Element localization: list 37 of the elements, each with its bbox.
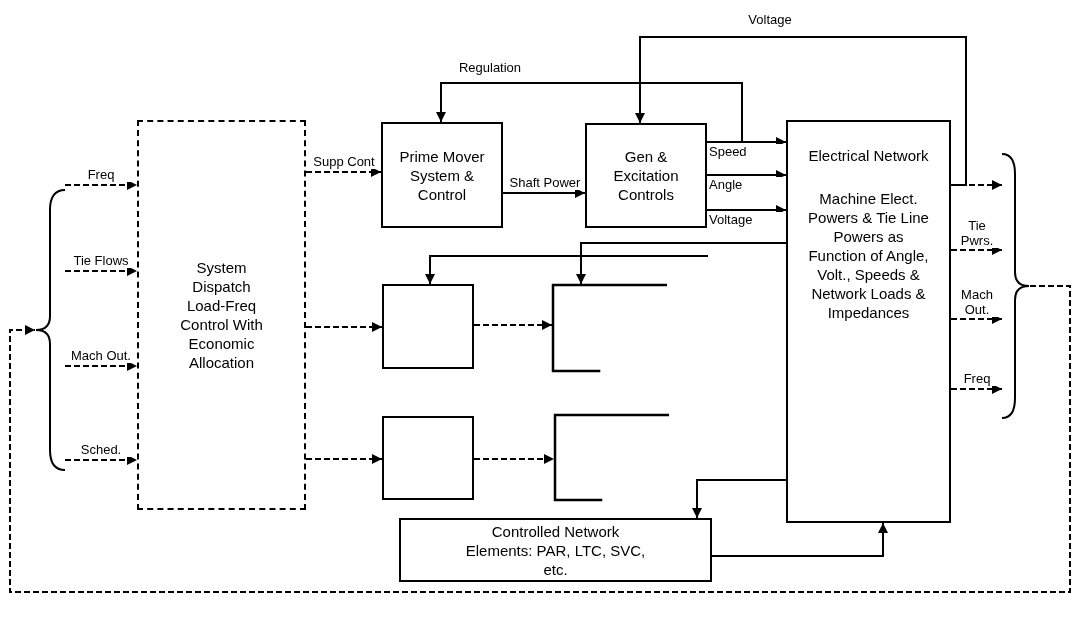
box-text: Prime Mover System & Control: [398, 146, 486, 204]
arrow: [64, 180, 138, 190]
arrow: [305, 167, 382, 177]
arrow: [706, 170, 787, 180]
box-heading: Electrical Network: [808, 146, 929, 165]
arrow: [64, 266, 138, 276]
arrow: [64, 361, 138, 371]
box-text: Controlled Network Elements: PAR, LTC, SVC, etc.: [464, 521, 647, 579]
arrow: [305, 322, 383, 332]
arrow: [502, 188, 586, 198]
arrow: [64, 455, 138, 465]
arrow: [692, 479, 787, 519]
edge-label: Voltage: [709, 212, 783, 227]
dashed-process-box: [137, 120, 306, 510]
arrow: [950, 180, 1003, 190]
process-box: [585, 123, 707, 228]
edge-label: Angle: [709, 177, 783, 192]
arrow: [635, 36, 967, 186]
box-text: System Dispatch Load-Freq Control With Economic Allocation: [179, 258, 264, 372]
arrow: [473, 320, 553, 330]
arrow: [9, 285, 1071, 593]
arrow: [305, 454, 383, 464]
arrow: [950, 384, 1003, 394]
process-box: [786, 120, 951, 523]
arrow: [706, 205, 787, 215]
arrow: [436, 82, 743, 143]
process-box: [381, 122, 503, 228]
arrow: [576, 242, 787, 285]
arrow: [711, 522, 888, 557]
box-text: Gen & Excitation Controls: [612, 147, 680, 204]
process-box: [399, 518, 712, 582]
process-box: [382, 284, 474, 369]
box-text: Machine Elect. Powers & Tie Line Powers as Function of Angle, Volt., Speeds & Network Loads & Impedances: [808, 189, 929, 322]
process-box: [382, 416, 474, 500]
edge-label: Speed: [709, 144, 783, 159]
arrow: [425, 255, 709, 285]
arrow: [473, 454, 555, 464]
